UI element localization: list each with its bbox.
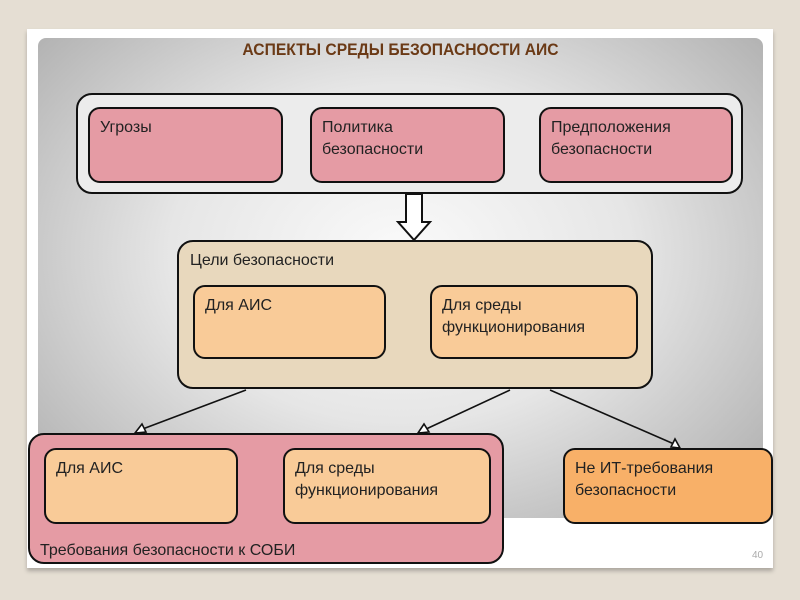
arrow-goals-to-req-ais xyxy=(139,389,247,431)
goals-environment-box: Для среды функционирования xyxy=(430,285,638,359)
arrow-goals-to-non-it xyxy=(549,389,675,445)
goals-ais-box: Для АИС xyxy=(193,285,386,359)
threats-box: Угрозы xyxy=(88,107,283,183)
security-goals-label: Цели безопасности xyxy=(190,252,335,269)
page-number: 40 xyxy=(752,550,764,561)
diagram-title: АСПЕКТЫ СРЕДЫ БЕЗОПАСНОСТИ АИС xyxy=(242,40,559,59)
security-assumptions-box: Предположения безопасности xyxy=(539,107,733,183)
non-it-requirements-box: Не ИТ-требования безопасности xyxy=(563,448,773,524)
requirements-ais-box: Для АИС xyxy=(44,448,238,524)
down-arrow-icon xyxy=(395,193,433,242)
requirements-environment-box: Для среды функционирования xyxy=(283,448,491,524)
arrow-goals-to-req-env xyxy=(423,389,511,431)
security-policy-box: Политика безопасности xyxy=(310,107,505,183)
requirements-label: Требования безопасности к СОБИ xyxy=(40,542,296,559)
